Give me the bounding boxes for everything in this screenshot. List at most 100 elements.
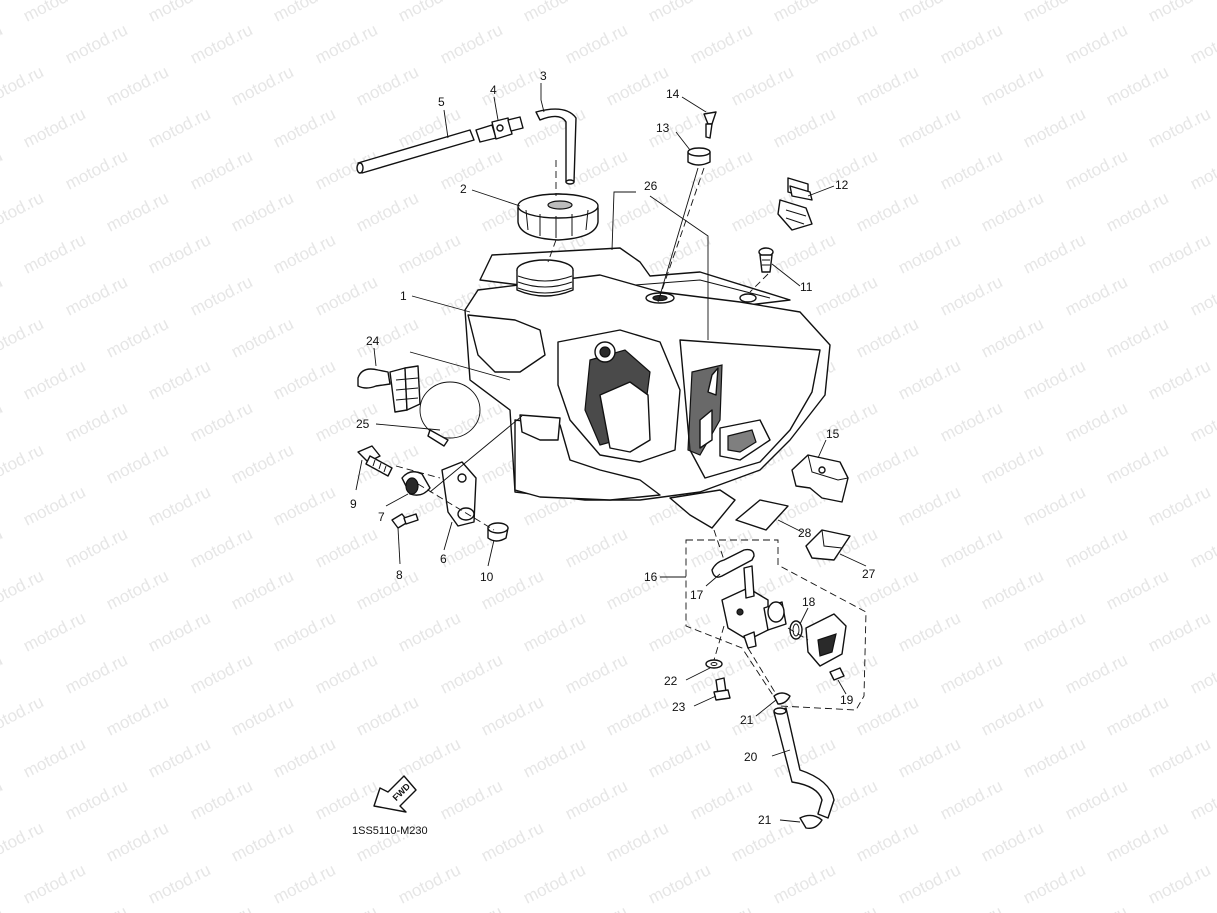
fuel-cock-assembly [685, 539, 867, 711]
watermark-text: motod.ru [687, 776, 755, 823]
watermark-text: motod.ru [437, 902, 505, 913]
watermark-text: motod.ru [687, 902, 755, 913]
watermark-text: motod.ru [1145, 0, 1213, 26]
watermark-text: motod.ru [603, 692, 671, 739]
watermark-text: motod.ru [1187, 776, 1217, 823]
fuel-hose-parts [705, 659, 835, 830]
watermark-text: motod.ru [603, 62, 671, 109]
watermark-text: motod.ru [103, 62, 171, 109]
watermark-text: motod.ru [187, 776, 255, 823]
watermark-text: motod.ru [187, 398, 255, 445]
watermark-text: motod.ru [1062, 776, 1130, 823]
bolt-collar-parts [687, 111, 717, 166]
watermark-text: motod.ru [562, 776, 630, 823]
diagram-code: 1SS5110-M230 [352, 825, 428, 837]
watermark-text: motod.ru [270, 0, 338, 26]
watermark-text: motod.ru [62, 902, 130, 913]
callout-28: 28 [798, 526, 812, 540]
watermark-text: motod.ru [645, 0, 713, 26]
watermark-text: motod.ru [937, 146, 1005, 193]
leader-lines [355, 83, 867, 823]
watermark-text: motod.ru [312, 398, 380, 445]
watermark-text: motod.ru [645, 734, 713, 781]
watermark-text: motod.ru [1020, 860, 1088, 907]
watermark-text: motod.ru [978, 566, 1046, 613]
watermark-text: motod.ru [1187, 272, 1217, 319]
watermark-text: motod.ru [562, 20, 630, 67]
callout-10: 10 [480, 570, 494, 584]
watermark-text: motod.ru [812, 20, 880, 67]
watermark-text: motod.ru [62, 20, 130, 67]
watermark-text: motod.ru [895, 230, 963, 277]
watermark-text: motod.ru [353, 692, 421, 739]
callout-18: 18 [802, 595, 816, 609]
callout-3: 3 [540, 69, 547, 83]
watermark-text: motod.ru [1020, 230, 1088, 277]
watermark-text: motod.ru [1187, 902, 1217, 913]
watermark-text: motod.ru [395, 230, 463, 277]
callout-14: 14 [666, 87, 680, 101]
watermark-text: motod.ru [103, 440, 171, 487]
watermark-text: motod.ru [187, 524, 255, 571]
watermark-text: motod.ru [353, 62, 421, 109]
watermark-text: motod.ru [20, 734, 88, 781]
watermark-text: motod.ru [1103, 62, 1171, 109]
bracket-6 [441, 461, 477, 527]
watermark-text: motod.ru [562, 902, 630, 913]
callout-15: 15 [826, 427, 840, 441]
watermark-text: motod.ru [1145, 356, 1213, 403]
watermark-text: motod.ru [1187, 146, 1217, 193]
callout-17: 17 [690, 588, 704, 602]
callout-12: 12 [835, 178, 849, 192]
watermark-text: motod.ru [103, 314, 171, 361]
watermark-text: motod.ru [1145, 860, 1213, 907]
callout-25: 25 [356, 417, 370, 431]
watermark-text: motod.ru [353, 566, 421, 613]
watermark-text: motod.ru [0, 314, 47, 361]
watermark-text: motod.ru [103, 818, 171, 865]
watermark-text: motod.ru [187, 20, 255, 67]
watermark-text: motod.ru [520, 860, 588, 907]
callout-8: 8 [396, 568, 403, 582]
watermark-text: motod.ru [645, 860, 713, 907]
watermark-text: motod.ru [0, 902, 6, 913]
watermark-text: motod.ru [187, 650, 255, 697]
watermark-text: motod.ru [228, 566, 296, 613]
watermark-text: motod.ru [20, 356, 88, 403]
watermark-text: motod.ru [1103, 692, 1171, 739]
watermark-text: motod.ru [645, 230, 713, 277]
watermark-text: motod.ru [103, 188, 171, 235]
callout-7: 7 [378, 510, 385, 524]
watermark-text: motod.ru [437, 650, 505, 697]
watermark-text: motod.ru [0, 188, 47, 235]
watermark-text: motod.ru [270, 608, 338, 655]
callout-5: 5 [438, 95, 445, 109]
watermark-text: motod.ru [812, 902, 880, 913]
watermark-text: motod.ru [103, 692, 171, 739]
watermark-text: motod.ru [187, 146, 255, 193]
watermark-text: motod.ru [312, 20, 380, 67]
clip-band-parts [357, 365, 481, 447]
watermark-text: motod.ru [312, 650, 380, 697]
watermark-text: motod.ru [312, 902, 380, 913]
watermark-text: motod.ru [437, 146, 505, 193]
grommet-7 [401, 471, 431, 496]
watermark-text: motod.ru [1145, 482, 1213, 529]
watermark-text: motod.ru [1145, 734, 1213, 781]
watermark-text: motod.ru [395, 734, 463, 781]
watermark-text: motod.ru [1145, 230, 1213, 277]
watermark-text: motod.ru [1020, 482, 1088, 529]
watermark-text: motod.ru [562, 650, 630, 697]
watermark-text: motod.ru [478, 692, 546, 739]
watermark-text: motod.ru [937, 650, 1005, 697]
watermark-text: motod.ru [853, 692, 921, 739]
watermark-text: motod.ru [895, 482, 963, 529]
watermark-text: motod.ru [937, 272, 1005, 319]
watermark-text: motod.ru [978, 440, 1046, 487]
watermark-text: motod.ru [770, 860, 838, 907]
watermark-text: motod.ru [853, 818, 921, 865]
watermark-text: motod.ru [978, 314, 1046, 361]
watermark-text: motod.ru [395, 0, 463, 26]
watermark-text: motod.ru [0, 440, 47, 487]
watermark-text: motod.ru [0, 566, 47, 613]
